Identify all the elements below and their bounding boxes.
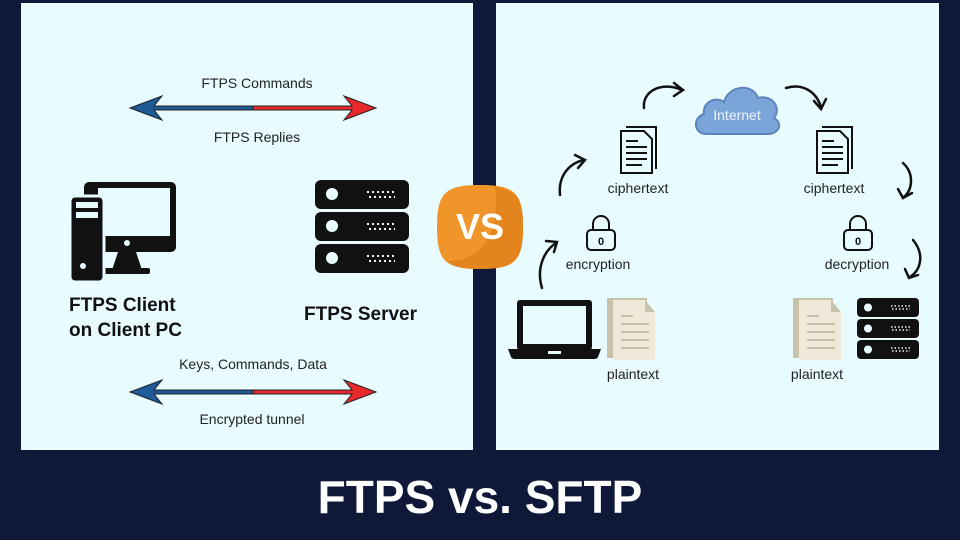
ftps-server-label: FTPS Server [304,304,417,325]
internet-label: Internet [713,107,761,123]
laptop-icon [508,300,601,359]
keys-commands-data-label: Keys, Commands, Data [179,356,327,372]
right-plaintext-label: plaintext [790,366,844,382]
ftps-replies-label: FTPS Replies [213,129,301,145]
double-arrow-icon [128,94,378,122]
page-title: FTPS vs. SFTP [317,471,643,523]
server-rack-icon [315,180,409,273]
encryption-label: encryption [565,256,631,272]
right-ciphertext-label: ciphertext [803,180,865,196]
document-icon [816,126,853,174]
left-plaintext-label: plaintext [606,366,660,382]
vs-badge: VS [435,183,525,271]
ftps-client-label: FTPS Client on Client PC [69,295,182,341]
plain-document-icon [607,298,655,360]
flow-arrows [538,81,922,290]
lock-icon: 0 [586,215,616,251]
plain-document-icon [793,298,841,360]
ftps-commands-label: FTPS Commands [201,75,313,91]
desktop-pc-icon [68,182,176,282]
svg-text:0: 0 [855,236,861,248]
decryption-label: decryption [824,256,890,272]
left-ciphertext-label: ciphertext [607,180,669,196]
svg-text:0: 0 [598,236,604,248]
document-icon [620,126,657,174]
encrypted-tunnel-label: Encrypted tunnel [199,411,305,427]
lock-icon: 0 [843,215,873,251]
cloud-icon [695,87,781,135]
double-arrow-icon [128,378,378,406]
server-rack-icon [857,298,919,359]
